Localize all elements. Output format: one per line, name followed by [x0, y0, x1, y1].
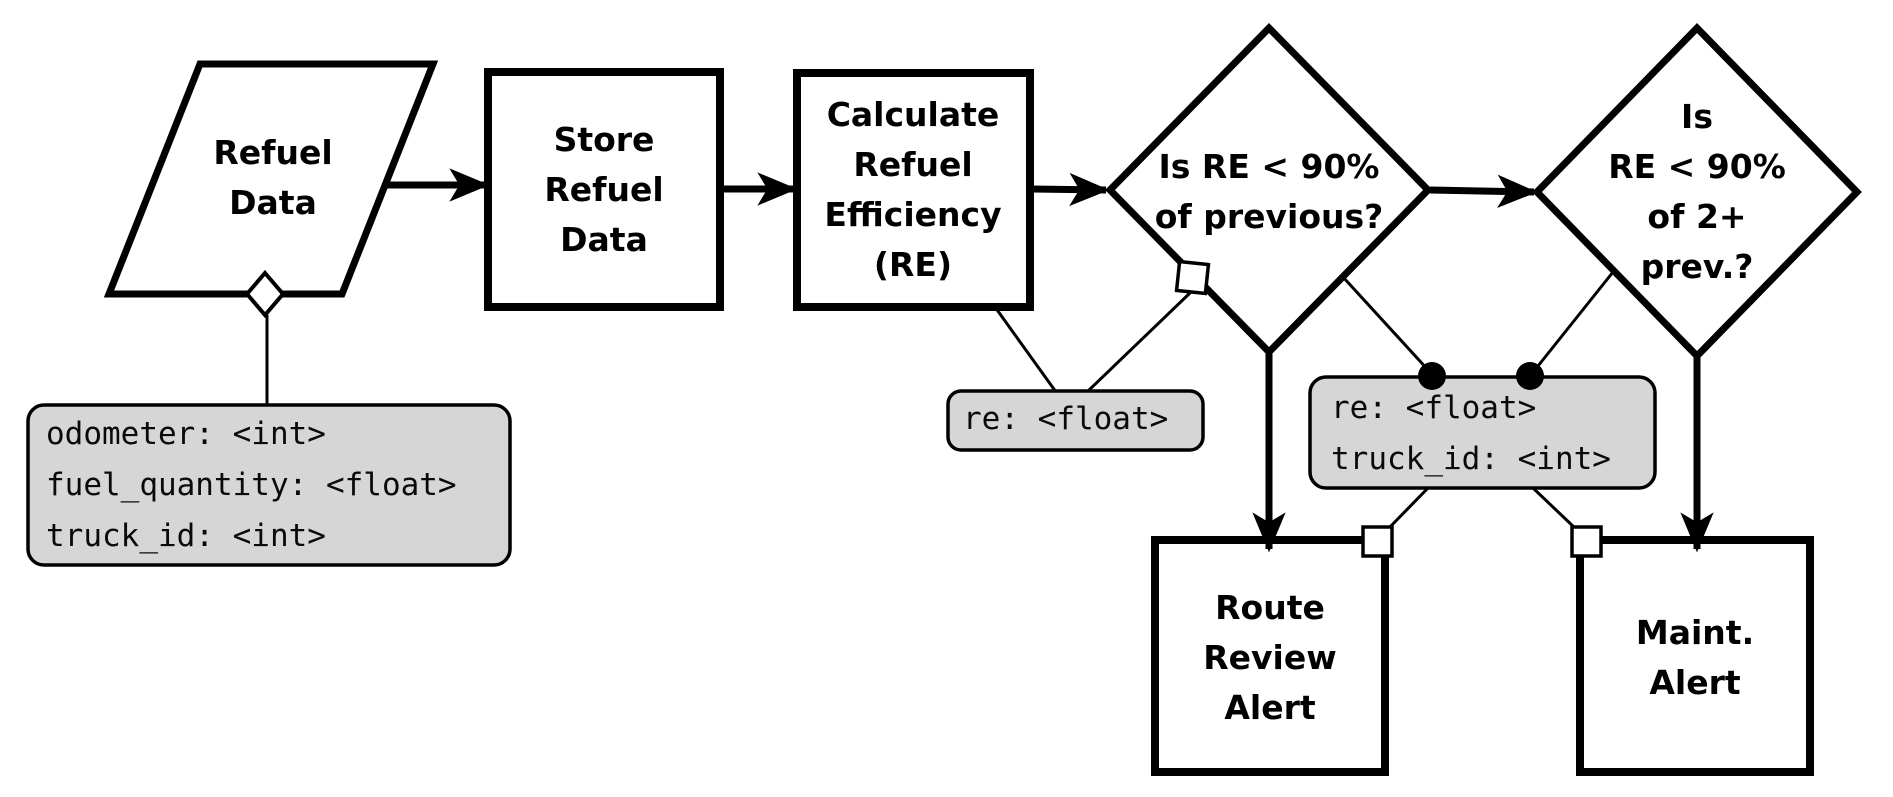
decision-previous-diamond — [1105, 23, 1433, 357]
dot-connector-decision1-icon — [1418, 362, 1446, 390]
line-alert-note-to-route — [1386, 486, 1430, 531]
note-refuel-fields — [26, 403, 512, 567]
square-connector-route-icon — [1361, 525, 1394, 558]
line-decision1-to-re-note — [1085, 290, 1193, 394]
square-connector-decision1-icon — [1174, 259, 1211, 296]
line-alert-note-to-maint — [1531, 486, 1578, 531]
dot-connector-decision2-icon — [1516, 362, 1544, 390]
square-connector-maint-icon — [1570, 525, 1603, 558]
aggregation-diamond-icon — [244, 269, 286, 319]
decision-two-prev-diamond — [1532, 22, 1862, 362]
maint-alert-box — [1576, 536, 1814, 776]
note-re-field — [946, 389, 1205, 452]
calculate-re-box — [793, 69, 1034, 311]
route-review-alert-box — [1151, 536, 1389, 776]
line-calc-to-re-note — [993, 306, 1058, 393]
line-decision1-to-alert-note — [1341, 275, 1431, 373]
note-alert-fields — [1308, 375, 1657, 490]
refuel-data-parallelogram — [103, 60, 439, 298]
arrow-calc-to-decision1 — [1031, 172, 1110, 207]
line-decision2-to-alert-note — [1532, 271, 1615, 372]
store-refuel-data-box — [484, 68, 724, 311]
arrow-decision1-to-decision2 — [1429, 174, 1538, 208]
